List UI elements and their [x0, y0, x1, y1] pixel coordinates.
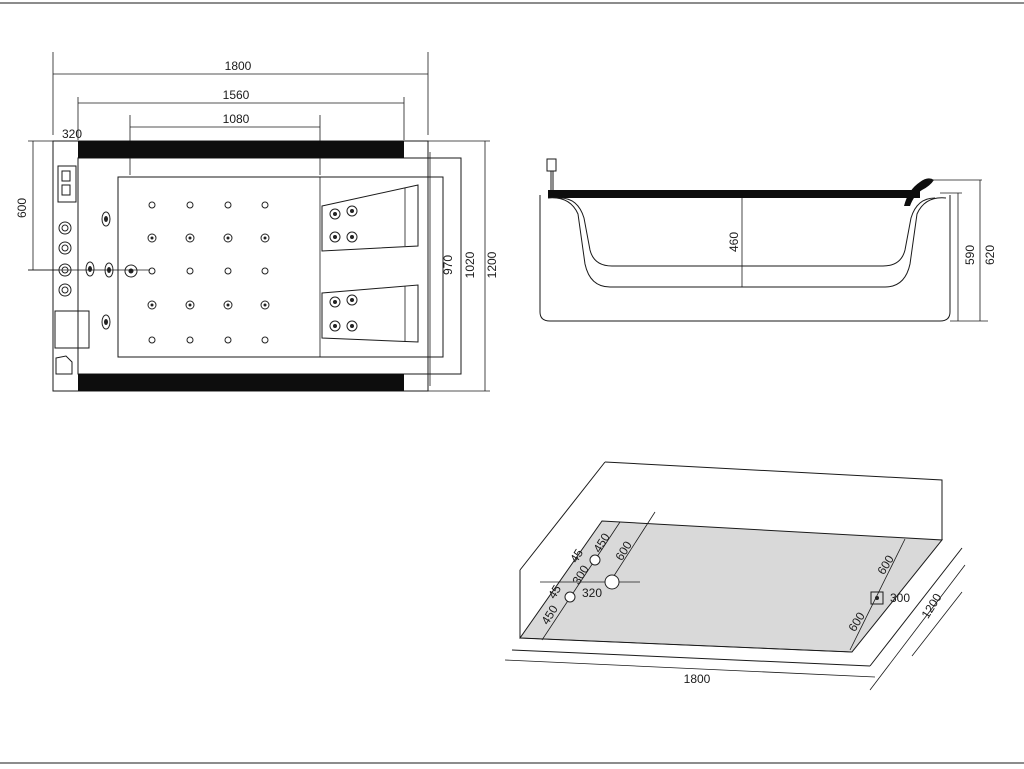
dim-side-inner-height: 590	[963, 245, 977, 265]
drain-left-large	[604, 574, 620, 590]
basin	[117, 176, 444, 358]
dim-plan-width-overall: 1800	[225, 59, 252, 73]
dim-floor-length: 1800	[684, 672, 711, 686]
dim-plan-panel-height: 600	[15, 198, 29, 218]
side-jets	[85, 211, 138, 330]
drain-right-box	[870, 591, 884, 605]
dim-plan-panel-offset: 320	[62, 127, 82, 141]
bottom-rail	[78, 374, 404, 391]
plan-view: 1800 1560 1080 320 600	[15, 52, 499, 392]
floor-air-jets	[147, 201, 270, 344]
headrest-jets	[329, 205, 358, 332]
floor-view: 450 600 45 300 320 45 450 600 300 600 18…	[504, 461, 966, 691]
dim-plan-depth-overall: 1200	[485, 251, 499, 278]
control-panel	[54, 165, 90, 375]
drain-left-small	[564, 591, 576, 603]
dim-side-overall-height: 620	[983, 245, 997, 265]
dim-plan-depth-inner: 970	[441, 255, 455, 275]
dim-floor-left-d: 320	[582, 586, 602, 600]
dim-floor-right-b: 300	[890, 591, 910, 605]
dim-floor-width: 1200	[919, 591, 945, 621]
headrest-top	[321, 184, 419, 252]
dim-plan-width-seat: 1080	[223, 112, 250, 126]
side-outline	[539, 195, 951, 322]
headrest-bottom	[321, 284, 419, 343]
top-rail	[78, 141, 404, 158]
dim-plan-width-inner: 1560	[223, 88, 250, 102]
side-top-rim	[548, 190, 920, 198]
side-view: 460 590 620	[539, 158, 997, 322]
dim-plan-depth-mid: 1020	[463, 251, 477, 278]
drain-left-mid	[589, 554, 601, 566]
dim-side-water-depth: 460	[727, 232, 741, 252]
